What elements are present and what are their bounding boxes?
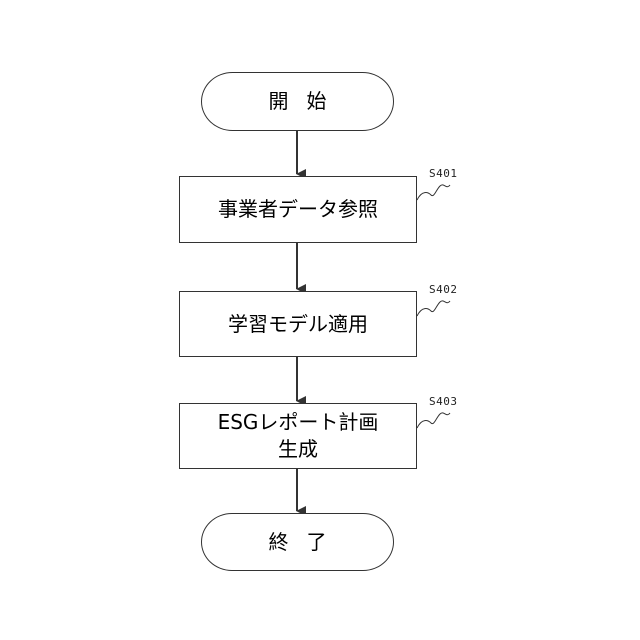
- step-id-s401: S401: [429, 167, 458, 180]
- leader-line-s401: [417, 185, 450, 200]
- process-box-s401: 事業者データ参照: [179, 176, 417, 243]
- process-box-s402: 学習モデル適用: [179, 291, 417, 357]
- leader-line-s402: [417, 301, 450, 316]
- process-label-s403-line1: ESGレポート計画: [218, 409, 379, 436]
- end-label: 終了: [251, 529, 345, 556]
- process-label-s401: 事業者データ参照: [218, 196, 378, 223]
- process-box-s403: ESGレポート計画 生成: [179, 403, 417, 469]
- process-label-s402: 学習モデル適用: [228, 311, 368, 338]
- start-label: 開始: [251, 88, 345, 115]
- step-id-s402: S402: [429, 283, 458, 296]
- start-terminal: 開始: [201, 72, 394, 131]
- end-terminal: 終了: [201, 513, 394, 571]
- step-id-s403: S403: [429, 395, 458, 408]
- process-label-s403-line2: 生成: [278, 436, 318, 463]
- leader-line-s403: [417, 413, 450, 428]
